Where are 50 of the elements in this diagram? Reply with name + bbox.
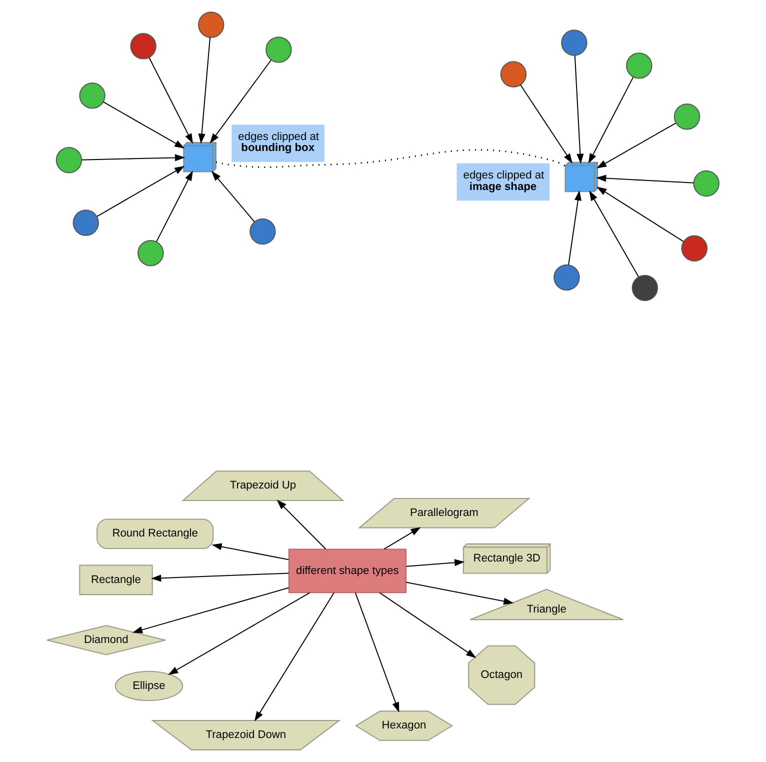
node-person <box>79 82 106 109</box>
node-person <box>72 210 99 236</box>
node-person <box>138 240 164 266</box>
arrow <box>132 587 289 634</box>
arrow <box>596 174 694 184</box>
arrow <box>406 582 514 605</box>
node-person <box>250 218 276 245</box>
node-person <box>500 61 527 88</box>
connector <box>216 149 566 168</box>
node-person <box>632 274 658 302</box>
arrow <box>596 186 684 242</box>
arrow <box>379 592 476 658</box>
arrow <box>156 170 193 242</box>
arrow <box>354 592 400 712</box>
arrow <box>596 122 676 168</box>
node-box: Round Rectangle <box>96 518 214 550</box>
arrow <box>254 592 334 722</box>
arrow <box>211 170 255 222</box>
arrow <box>588 76 634 164</box>
arrow <box>168 592 310 675</box>
node-person <box>681 235 708 262</box>
arrow <box>148 57 193 144</box>
arrow <box>589 190 640 278</box>
arrow <box>82 154 186 162</box>
node-person <box>693 170 720 197</box>
arrow <box>198 37 211 144</box>
node-person <box>554 264 580 291</box>
arrow <box>520 84 573 164</box>
node-person <box>130 33 156 60</box>
node-person <box>626 52 652 79</box>
arrow <box>384 527 421 550</box>
node-box: edges clipped at image shape <box>456 163 550 201</box>
arrow <box>406 559 465 567</box>
node-person <box>561 30 588 56</box>
arrow <box>574 56 584 164</box>
arrow <box>212 543 289 560</box>
arrow <box>103 102 185 148</box>
node-person <box>266 36 292 63</box>
node-person <box>198 12 224 38</box>
arrow <box>276 500 326 550</box>
arrow <box>151 572 289 582</box>
arrow <box>96 166 185 217</box>
node-box: Rectangle <box>79 564 153 596</box>
node-person <box>674 104 700 130</box>
arrow <box>568 190 582 265</box>
node-box: different shape types <box>288 548 406 594</box>
arrow <box>210 60 272 144</box>
node-box: edges clipped at bounding box <box>232 124 324 162</box>
node-ellipse: Ellipse <box>114 670 184 702</box>
node-person <box>56 147 82 174</box>
